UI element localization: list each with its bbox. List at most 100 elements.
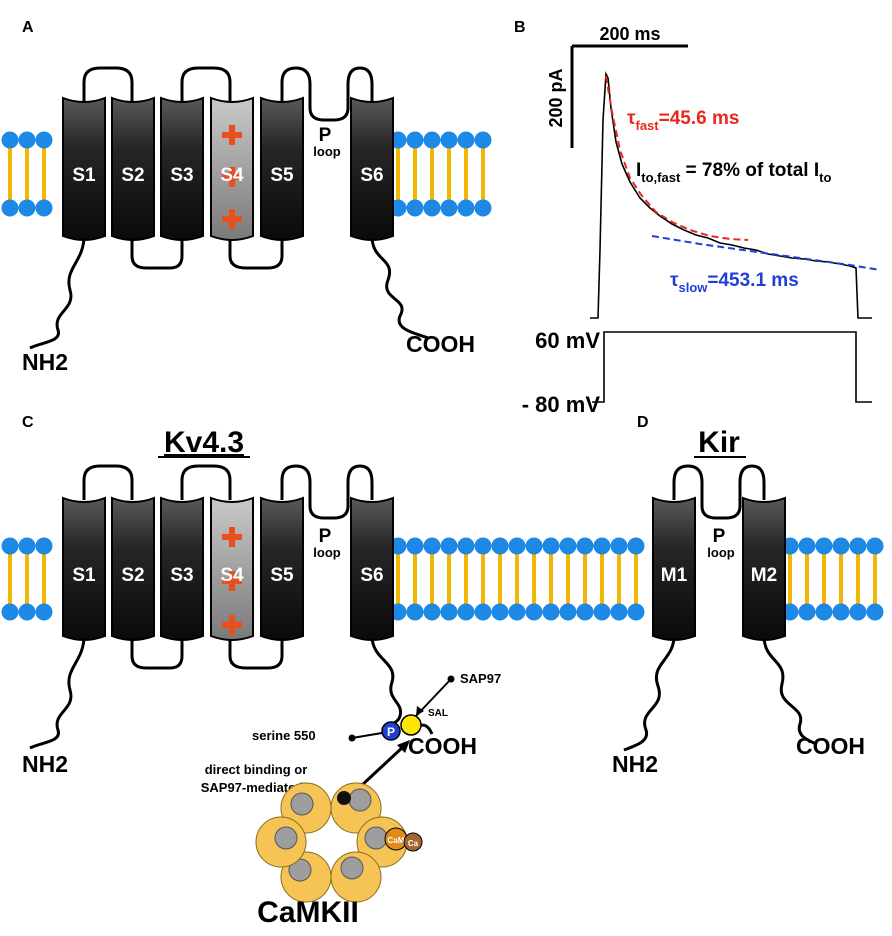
lipid-head [798,603,816,621]
camkii-active-site [337,791,351,805]
current-scale-label: 200 pA [546,68,566,127]
phospho-label: P [387,725,395,739]
serine-pointer [351,732,383,739]
lipid-head [542,603,560,621]
sal-motif [400,714,422,736]
lipid-head [849,537,867,555]
segment-s5-c [260,496,304,641]
camkii-domain [290,792,314,816]
segment-s6-c [350,496,394,641]
lipid-head [593,537,611,555]
ca-label: Ca [408,839,419,848]
lipid-head [457,537,475,555]
lipid-head [35,131,53,149]
n-terminus-label: NH2 [612,751,658,777]
fast-fit-curve [605,75,749,241]
lipid-head [866,603,884,621]
plus-icon [222,615,242,635]
plus-icon [222,209,242,229]
lipid-head [457,603,475,621]
segment-s3-c [160,496,204,641]
lipid-head [18,603,36,621]
lipid-head [423,603,441,621]
time-scale-label: 200 ms [599,24,660,44]
voltage-low-label: - 80 mV [522,392,601,417]
panel-c-letter: C [22,414,34,431]
lipid-head [474,131,492,149]
lipid-head [491,603,509,621]
plus-icon [222,167,242,187]
lipid-head [18,537,36,555]
lipid-head [627,603,645,621]
c-terminus-label: COOH [408,733,477,759]
lipid-head [559,603,577,621]
c-terminus-label: COOH [406,331,475,357]
p-loop-label: P [319,125,332,146]
serine-label: serine 550 [252,728,316,743]
p-loop-label: P [319,526,332,547]
lipid-head [35,603,53,621]
sal-label: SAL [428,708,448,719]
segment-label: S5 [270,165,294,186]
lipid-head [474,199,492,217]
lipid-head [508,537,526,555]
ito-fast-label: Ito,fast = 78% of total Ito [636,160,831,185]
lipid-head [525,537,543,555]
sap97-label: SAP97 [460,671,501,686]
segment-label: S3 [170,565,193,586]
lipid-head [457,199,475,217]
segment-label: S1 [72,565,96,586]
lipid-head [1,603,19,621]
lipid-head [1,537,19,555]
current-trace-panel: 200 ms 200 pA τfast=45.6 ms Ito,fast = 7… [522,24,881,417]
camkii-domain [274,826,298,850]
lipid-head [576,603,594,621]
camkii-holoenzyme: CaM Ca [255,782,423,903]
voltage-protocol [592,331,872,403]
lipid-head [610,537,628,555]
lipid-head [815,603,833,621]
tau-fast-label: τfast=45.6 ms [627,108,739,133]
lipid-head [576,537,594,555]
segment-m2 [742,496,786,641]
lipid-head [440,131,458,149]
panel-b-letter: B [514,19,526,36]
lipid-head [849,603,867,621]
segment-label: S4 [220,165,244,186]
segment-label: M1 [661,565,688,586]
lipid-head [542,537,560,555]
lipid-head [423,199,441,217]
current-trace [590,70,872,319]
segment-m1 [652,496,696,641]
kv43-channel: Kv4.3 S1 S2 S3 S4 S5 S6 P loop NH2 COOH … [22,426,501,929]
lipid-head [627,537,645,555]
plus-icon [222,125,242,145]
segment-label: S4 [220,565,244,586]
lipid-head [18,131,36,149]
camkii-domain [364,826,388,850]
panel-d-letter: D [637,414,649,431]
segment-label: S2 [121,165,144,186]
lipid-head [610,603,628,621]
segment-label: M2 [751,565,777,586]
kir-channel: Kir M1 M2 P loop NH2 COOH [612,426,865,777]
p-loop-sub-label: loop [313,545,340,560]
lipid-head [423,131,441,149]
lipid-head [559,537,577,555]
panel-c-title: Kv4.3 [164,426,244,459]
lipid-head [866,537,884,555]
lipid-head [406,131,424,149]
segment-s5-a [260,96,304,241]
lipid-head [406,537,424,555]
lipid-head [474,603,492,621]
lipid-head [832,603,850,621]
lipid-head [423,537,441,555]
panel-d-title: Kir [698,426,740,459]
camkii-domain [348,788,372,812]
segment-label: S2 [121,565,144,586]
lipid-head [1,199,19,217]
lipid-head [474,537,492,555]
phospho-site [381,721,401,741]
p-loop-label: P [713,526,726,547]
